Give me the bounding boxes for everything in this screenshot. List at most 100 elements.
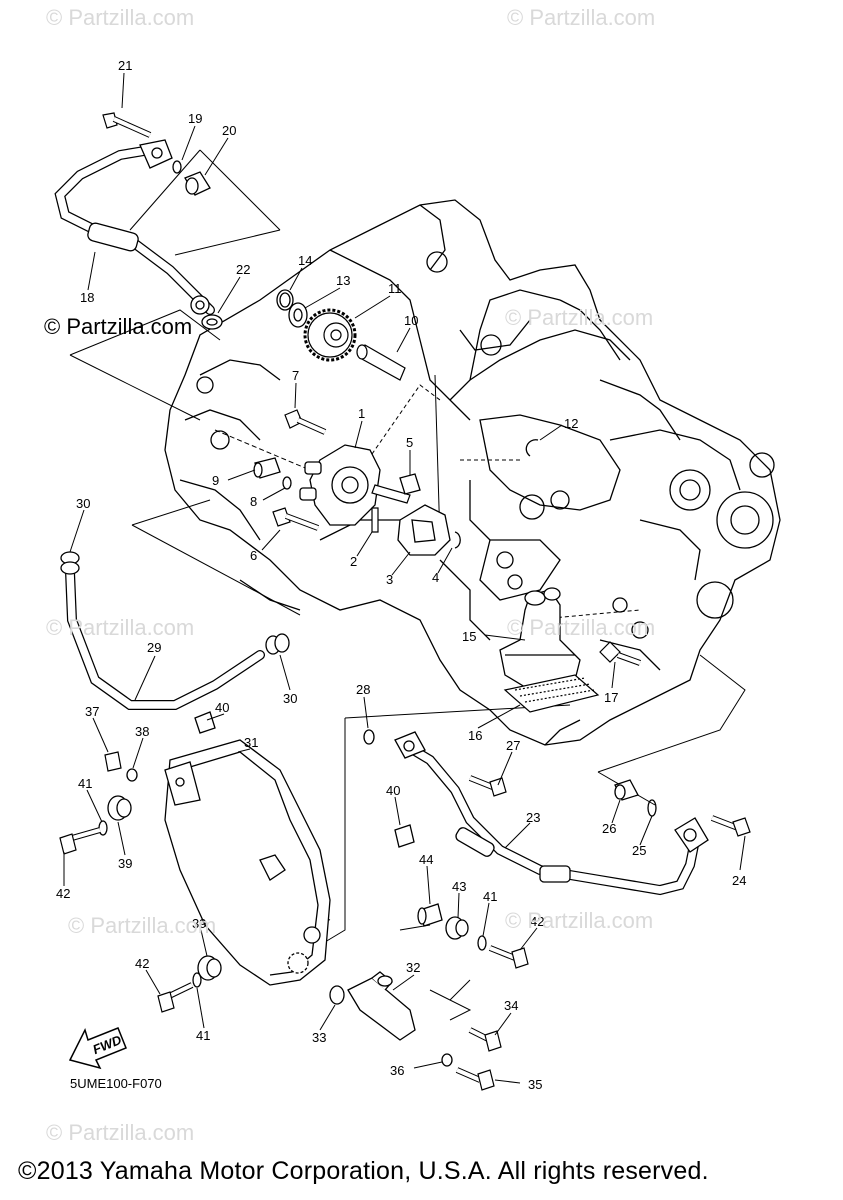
watermark: © Partzilla.com (46, 1120, 195, 1145)
shaft-10 (356, 344, 406, 381)
callout-2: 2 (350, 554, 357, 569)
collar-40-lower (394, 824, 415, 848)
copyright-notice: ©2013 Yamaha Motor Corporation, U.S.A. A… (18, 1157, 709, 1185)
callout-39-lower: 39 (192, 916, 206, 931)
watermark: © Partzilla.com (507, 5, 656, 30)
watermark: © Partzilla.com (46, 5, 195, 30)
pump-body-1 (299, 444, 381, 526)
callout-18: 18 (80, 290, 94, 305)
callout-24: 24 (732, 873, 746, 888)
callout-5: 5 (406, 435, 413, 450)
bolt-42-lower (157, 982, 194, 1013)
callout-34: 34 (504, 998, 518, 1013)
circlip-12 (525, 439, 539, 457)
callout-35: 35 (528, 1077, 542, 1092)
collar-40-upper (194, 711, 216, 734)
bolt-37 (104, 751, 122, 772)
callout-31: 31 (244, 735, 258, 750)
callout-29: 29 (147, 640, 161, 655)
callout-16: 16 (468, 728, 482, 743)
grommet-39-lower (197, 955, 222, 981)
washer-41-right (477, 935, 487, 951)
bolt-21 (102, 112, 152, 138)
shaft-pin (371, 484, 411, 504)
callout-27: 27 (506, 738, 520, 753)
callout-15: 15 (462, 629, 476, 644)
callout-labels: 21 19 20 18 22 14 13 11 10 7 1 5 12 9 8 … (56, 58, 746, 1092)
callout-41-right: 41 (483, 889, 497, 904)
clip-22 (201, 314, 223, 330)
callout-30-lower: 30 (283, 691, 297, 706)
callout-26: 26 (602, 821, 616, 836)
gear-11 (303, 308, 357, 362)
crankcase-outline (164, 199, 781, 746)
circlip-4 (454, 531, 461, 549)
bolt-34 (468, 1027, 502, 1052)
pin-2 (371, 507, 379, 533)
callout-30-upper: 30 (76, 496, 90, 511)
o-ring-28 (363, 729, 375, 745)
callout-44: 44 (419, 852, 433, 867)
cover-31 (164, 739, 331, 986)
callout-22: 22 (236, 262, 250, 277)
callout-37: 37 (85, 704, 99, 719)
bolt-35 (455, 1067, 495, 1091)
o-ring-8 (282, 476, 292, 490)
callout-20: 20 (222, 123, 236, 138)
screen-16 (503, 674, 600, 713)
watermark: © Partzilla.com (505, 305, 654, 330)
fwd-arrow-icon: FWD (68, 1027, 127, 1070)
callout-3: 3 (386, 572, 393, 587)
bolt-24 (710, 815, 751, 837)
washer-38 (126, 768, 138, 782)
collar-5 (399, 473, 421, 495)
diagram-code: 5UME100-F070 (70, 1076, 162, 1091)
washer-13 (288, 302, 308, 328)
bolt-27 (468, 775, 507, 797)
watermark: © Partzilla.com (505, 908, 654, 933)
callout-36: 36 (390, 1063, 404, 1078)
washer-36 (441, 1053, 453, 1067)
clamp-30-upper (60, 551, 80, 575)
bolt-42-right (488, 945, 529, 969)
oil-pipe-18 (54, 139, 215, 315)
watermark-main: © Partzilla.com (44, 314, 193, 339)
oil-pipe-23-fittings (394, 731, 709, 883)
callout-8: 8 (250, 494, 257, 509)
collar-44 (417, 903, 443, 927)
callout-7: 7 (292, 368, 299, 383)
rotor-3 (397, 504, 451, 556)
callout-4: 4 (432, 570, 439, 585)
callout-41-lower: 41 (196, 1028, 210, 1043)
callout-42-lower: 42 (135, 956, 149, 971)
callout-leaders (63, 72, 746, 1084)
collar-20 (184, 171, 211, 196)
grommet-43 (445, 916, 469, 940)
callout-28: 28 (356, 682, 370, 697)
callout-41-upper: 41 (78, 776, 92, 791)
bolt-42-upper (59, 827, 101, 855)
strainer-15 (499, 587, 581, 691)
watermark: © Partzilla.com (68, 913, 217, 938)
callout-40-upper: 40 (215, 700, 229, 715)
pipe-32 (347, 971, 416, 1041)
o-ring-19 (172, 160, 182, 174)
callout-43: 43 (452, 879, 466, 894)
callout-42-right: 42 (530, 914, 544, 929)
callout-6: 6 (250, 548, 257, 563)
callout-39-upper: 39 (118, 856, 132, 871)
callout-11: 11 (388, 281, 402, 296)
callout-10: 10 (404, 313, 418, 328)
o-ring-33 (329, 985, 345, 1005)
callout-38: 38 (135, 724, 149, 739)
callout-40-lower: 40 (386, 783, 400, 798)
bolt-6 (272, 507, 320, 531)
callout-23: 23 (526, 810, 540, 825)
callout-42-upper: 42 (56, 886, 70, 901)
callout-14: 14 (298, 253, 312, 268)
watermark: © Partzilla.com (507, 615, 656, 640)
callout-9: 9 (212, 473, 219, 488)
bolt-7 (284, 409, 327, 435)
o-ring-25 (647, 799, 657, 817)
